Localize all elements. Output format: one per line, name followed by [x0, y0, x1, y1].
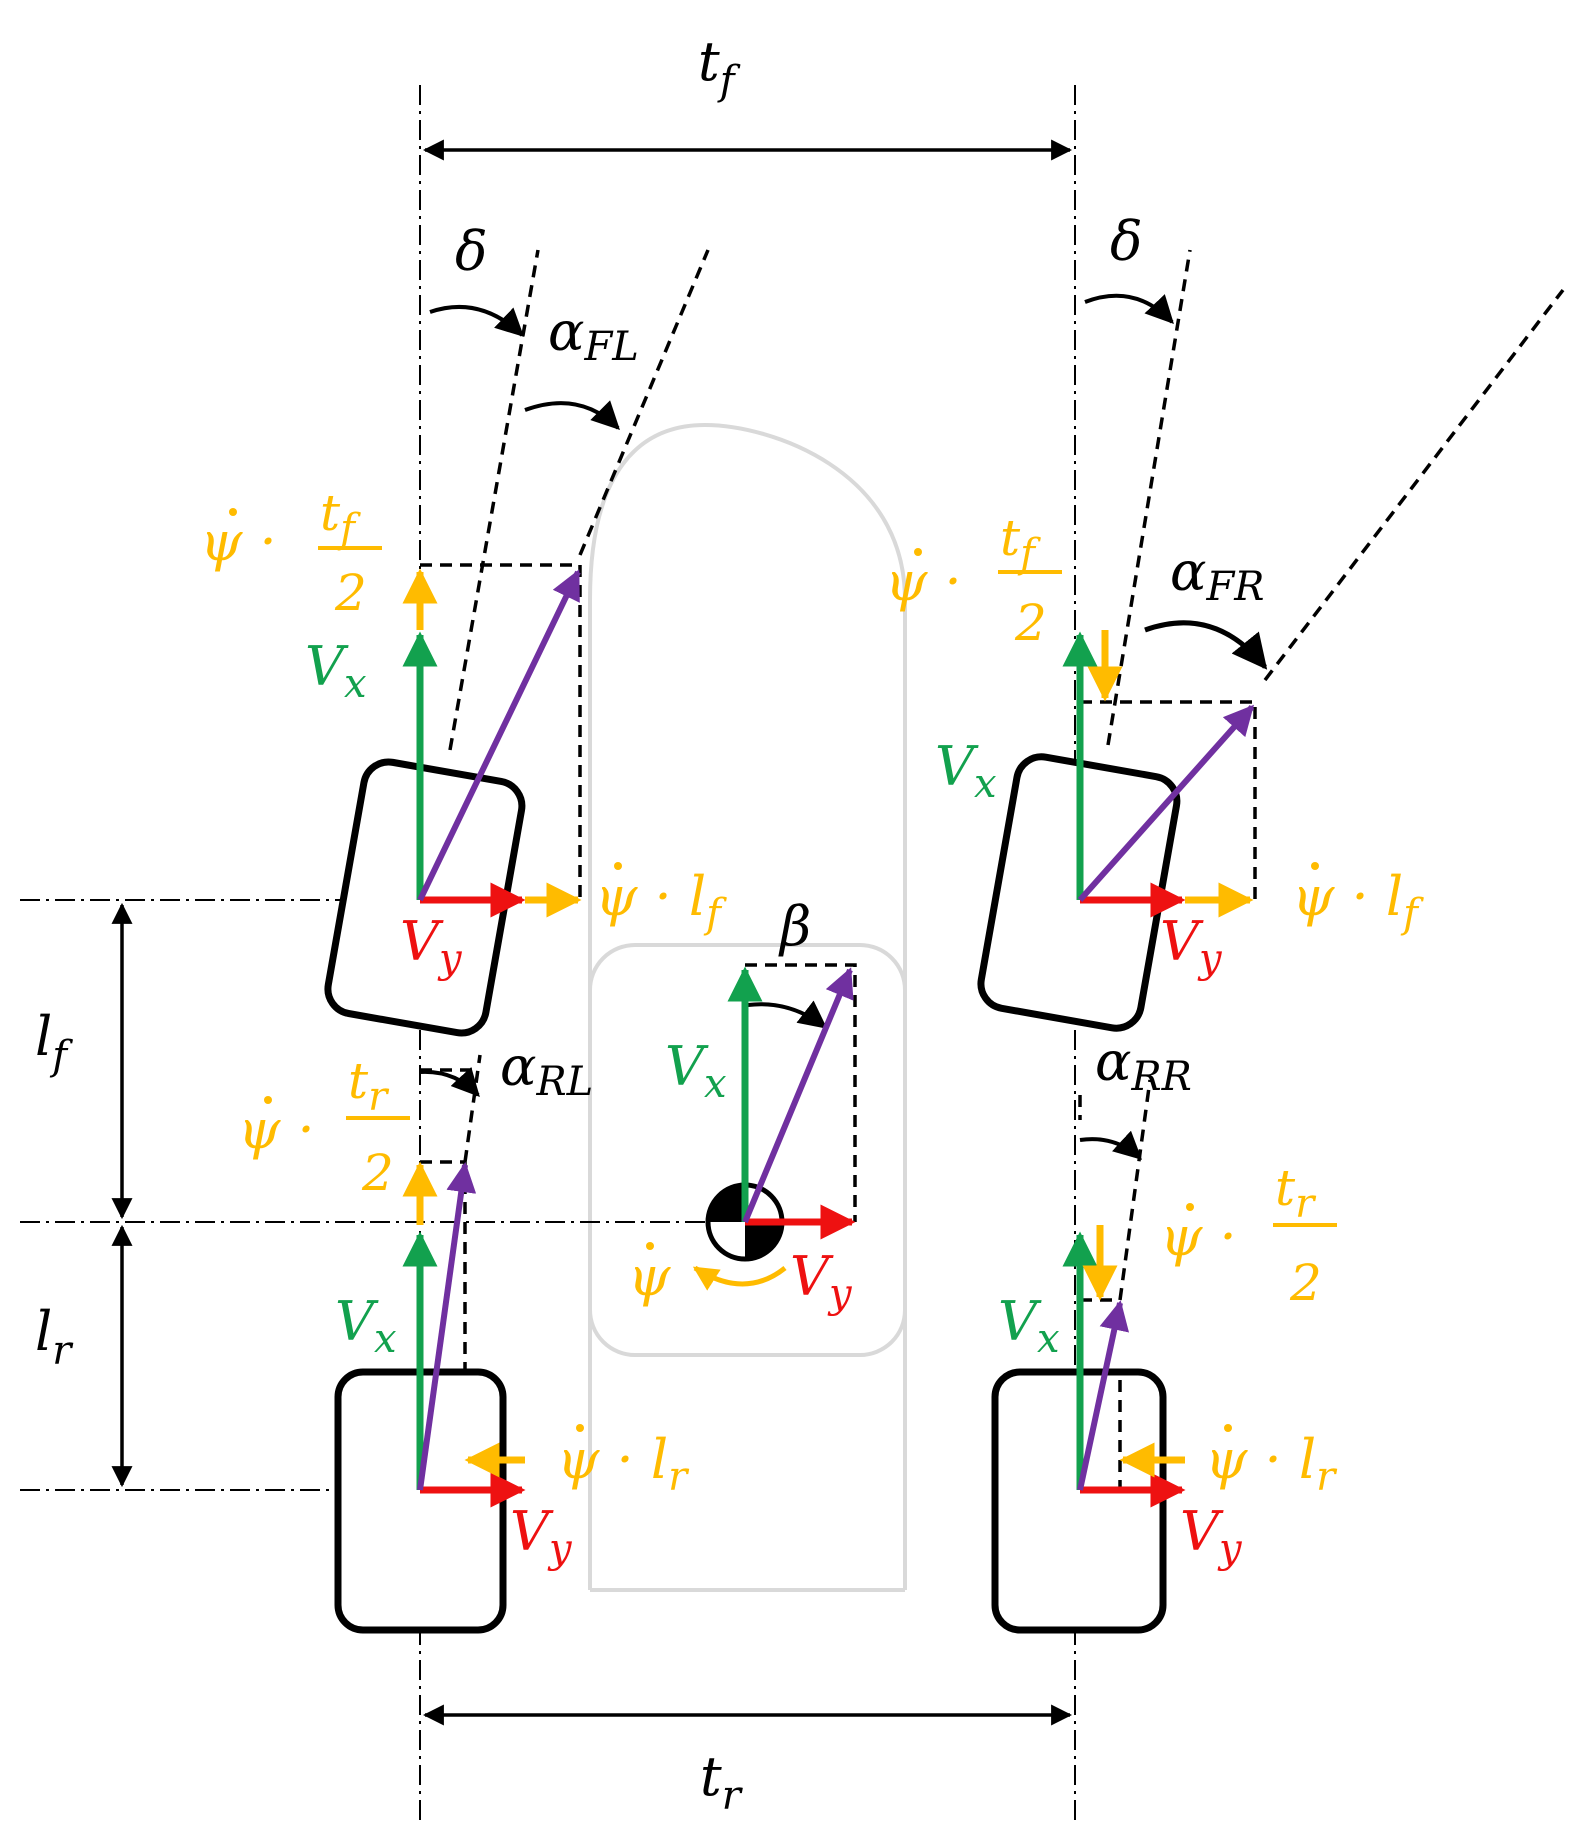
fl-yaw-lf-term: ψ · lf: [595, 862, 727, 937]
svg-text:ψ ·: ψ ·: [1160, 1205, 1237, 1268]
svg-text:tr: tr: [1275, 1159, 1317, 1227]
fr-vx-label: Vx: [935, 735, 997, 807]
dimension-arrows: [111, 139, 1073, 1726]
alpha-fl-label: αFL: [548, 300, 639, 370]
svg-text:ψ · lr: ψ · lr: [557, 1428, 690, 1500]
rl-yaw-tr-term: ψ · tr 2: [238, 1052, 410, 1202]
tf-label: tf: [698, 30, 741, 104]
svg-text:ψ · lf: ψ · lf: [1292, 865, 1424, 937]
alpha-fr-label: αFR: [1170, 540, 1264, 610]
svg-text:tf: tf: [320, 484, 361, 552]
svg-text:2: 2: [334, 564, 367, 622]
alpha-rr-arc: [1079, 1130, 1143, 1160]
rl-resultant-arrow: [417, 1162, 477, 1491]
lf-label: lf: [35, 1005, 73, 1079]
alpha-fl-arc: [524, 400, 620, 430]
vehicle-body: [588, 422, 907, 1592]
svg-text:2: 2: [1289, 1254, 1322, 1312]
fr-yaw-tf-term: ψ · tf 2: [885, 509, 1062, 652]
delta-fl-arc: [429, 304, 525, 337]
alpha-rl-label: αRL: [500, 1035, 593, 1105]
cg-vx-label: Vx: [665, 1035, 727, 1107]
rl-yaw-lr-term: ψ · lr: [557, 1424, 690, 1500]
tr-label: tr: [700, 1745, 744, 1819]
cg-vy-label: Vy: [790, 1245, 853, 1317]
svg-text:ψ ·: ψ ·: [238, 1098, 315, 1161]
svg-text:ψ ·: ψ ·: [200, 510, 277, 573]
cg-resultant-arrow: [742, 967, 854, 1224]
lr-label: lr: [35, 1300, 74, 1374]
fl-vx-label: Vx: [305, 635, 367, 707]
fr-yaw-lf-term: ψ · lf: [1292, 862, 1424, 937]
delta-fr-arc: [1084, 293, 1174, 325]
rr-yaw-lr-term: ψ · lr: [1205, 1424, 1338, 1500]
rr-vy-label: Vy: [1180, 1500, 1243, 1572]
beta-label: β: [778, 895, 811, 958]
alpha-fr-arc: [1144, 620, 1268, 670]
svg-text:ψ · lr: ψ · lr: [1205, 1428, 1338, 1500]
velocity-vectors: [402, 568, 1255, 1508]
svg-text:tr: tr: [348, 1052, 390, 1120]
fl-yaw-tf-term: ψ · tf 2: [200, 484, 382, 622]
svg-text:2: 2: [1014, 594, 1047, 652]
fr-resultant-arrow: [1077, 704, 1255, 902]
svg-text:tf: tf: [1000, 509, 1041, 577]
rl-vx-label: Vx: [335, 1290, 397, 1362]
yaw-rate-arc: [692, 1265, 787, 1291]
fl-resultant-arrow: [417, 569, 581, 902]
rl-vy-label: Vy: [510, 1500, 573, 1572]
fr-vy-label: Vy: [1160, 910, 1223, 982]
alpha-rr-label: αRR: [1095, 1030, 1192, 1100]
alpha-rl-arc: [419, 1066, 480, 1098]
delta-fr-label: δ: [1110, 210, 1143, 273]
center-of-gravity: [692, 1182, 787, 1291]
svg-text:2: 2: [361, 1144, 394, 1202]
delta-fl-label: δ: [455, 220, 488, 283]
rr-vx-label: Vx: [998, 1290, 1060, 1362]
cg-yaw-rate-label: ψ: [628, 1242, 671, 1308]
fl-vy-label: Vy: [400, 910, 463, 982]
rr-resultant-arrow: [1077, 1300, 1130, 1491]
svg-text:ψ: ψ: [628, 1245, 671, 1308]
svg-text:ψ ·: ψ ·: [885, 550, 962, 613]
angle-arcs: [419, 293, 1268, 1160]
svg-text:ψ · lf: ψ · lf: [595, 865, 727, 937]
beta-arc: [747, 1000, 828, 1029]
rr-yaw-tr-term: ψ · tr 2: [1160, 1159, 1337, 1312]
